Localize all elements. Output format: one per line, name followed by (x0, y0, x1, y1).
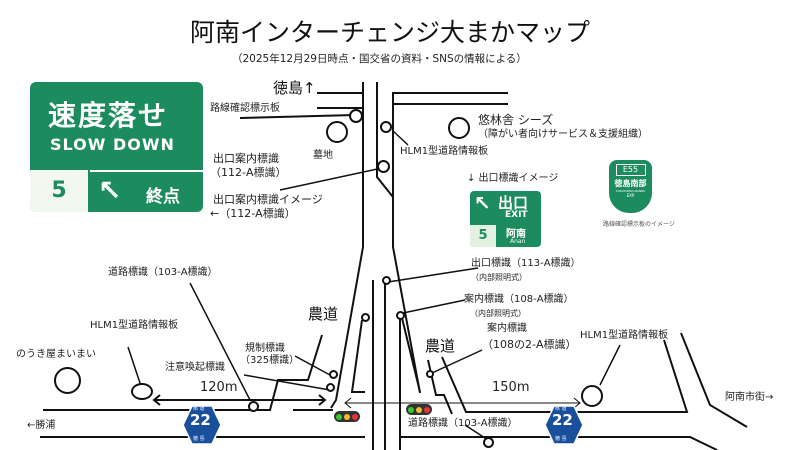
arrow-up-left-icon: ↖ (474, 191, 491, 215)
route-22-bottom: 徳 島 (555, 436, 567, 442)
sign-marker-road-103-right (483, 437, 494, 448)
route-22-sign-left (182, 405, 222, 445)
exit-sign-city-en: Anan (510, 238, 526, 245)
label-guide-1082-2: （108の2-A標識） (482, 338, 577, 351)
sign-marker-caution (326, 383, 335, 392)
label-road-103-right: 道路標識（103-A標識） (408, 418, 518, 429)
sign-marker-route-confirm (349, 109, 363, 123)
sign-marker-left-ramp (361, 313, 370, 322)
slow-down-sign: 速度落せ SLOW DOWN 5 ↖ 終点 (30, 82, 203, 212)
label-exit-113-1: 出口標識（113-A標識） (471, 258, 581, 269)
label-exit-113-2: （内部照明式） (471, 273, 527, 282)
slow-sign-exit-no: 5 (30, 170, 88, 212)
traffic-light-icon (406, 404, 432, 415)
label-farm-road-right: 農道 (425, 337, 456, 355)
sign-marker-guide-1082 (426, 370, 434, 378)
label-hlm-right: HLM1型道路情報板 (580, 330, 669, 341)
route-22-sign-right (544, 405, 584, 445)
e55-jp: 徳島南部 (614, 179, 647, 188)
slow-sign-lower: ↖ 終点 (90, 170, 203, 212)
label-yurin-1: 悠林舎 シーズ (478, 113, 554, 127)
map-title: 阿南インターチェンジ大まかマップ (190, 18, 591, 47)
e55-exp: EXP (626, 193, 635, 198)
yurin-marker (448, 117, 470, 139)
label-caution: 注意喚起標識 (165, 362, 225, 373)
label-exit-guide-img-2: ←（112-A標識） (210, 207, 296, 220)
sign-marker-hlm-left (131, 383, 153, 400)
sign-marker-exit-guide (377, 160, 390, 173)
label-distance-right: 150m (492, 380, 530, 395)
route-22-top: 県 道 (193, 406, 205, 412)
route-22-num: 22 (190, 411, 211, 429)
traffic-light-icon (334, 411, 360, 422)
label-distance-left: 120m (200, 380, 238, 395)
noukiya-marker (54, 367, 81, 394)
label-route-confirm: 路線確認標示板 (210, 103, 280, 114)
label-cemetery: 墓地 (313, 150, 333, 161)
e55-code: E55 (615, 164, 646, 176)
label-exit-guide-img-1: 出口案内標識イメージ (213, 193, 323, 206)
label-reg-2: （325標識） (240, 355, 300, 366)
exit-sign-jp: 出口 (498, 194, 529, 212)
exit-sign-caption: ↓ 出口標識イメージ (467, 173, 559, 184)
sign-marker-guide-108 (396, 311, 405, 320)
label-farm-road-left: 農道 (308, 305, 339, 323)
e55-caption: 路線確認標示板のイメージ (603, 221, 675, 228)
label-hlm-top: HLM1型道路情報板 (400, 146, 489, 157)
sign-marker-reg (329, 370, 338, 379)
sign-marker-road-103-left (248, 401, 259, 412)
arrow-up-left-icon: ↖ (98, 174, 122, 207)
exit-sign-city-jp: 阿南 (506, 229, 526, 240)
slow-sign-jp: 速度落せ (48, 99, 169, 132)
exit-sign-en: EXIT (505, 210, 528, 220)
direction-tokushima: 徳島↑ (273, 79, 316, 97)
label-reg-1: 規制標識 (245, 343, 285, 354)
label-exit-guide-2: （112-A標識） (210, 166, 287, 179)
slow-sign-end: 終点 (146, 187, 180, 207)
slow-sign-en: SLOW DOWN (50, 135, 175, 154)
sign-marker-hlm-top (380, 121, 392, 133)
direction-katsuura: ←勝浦 (27, 420, 56, 431)
label-guide-1082-1: 案内標識 (487, 323, 527, 334)
label-noukiya: のうき屋まいまい (16, 349, 96, 360)
direction-anan-city: 阿南市街→ (725, 392, 774, 403)
e55-route-sign: E55 徳島南部 TOKUSHIMA-NANBU EXP (609, 160, 652, 213)
cemetery-marker (326, 121, 348, 143)
route-22-top: 県 道 (555, 406, 567, 412)
route-22-bottom: 徳 島 (193, 436, 205, 442)
exit-sign: ↖ 出口 EXIT 5 阿南 Anan (470, 191, 541, 247)
label-guide-108-2: （内部照明式） (470, 309, 526, 318)
sign-marker-hlm-right (581, 385, 603, 407)
map-subtitle: （2025年12月29日時点・国交省の資料・SNSの情報による） (232, 53, 527, 65)
label-road-103-left: 道路標識（103-A標識） (108, 267, 218, 278)
exit-sign-no: 5 (470, 225, 496, 247)
route-22-num: 22 (552, 411, 573, 429)
label-hlm-left: HLM1型道路情報板 (90, 320, 179, 331)
e55-en: TOKUSHIMA-NANBU (615, 189, 646, 193)
label-yurin-2: （障がい者向けサービス＆支援組織） (478, 129, 648, 140)
label-guide-108-1: 案内標識（108-A標識） (464, 294, 574, 305)
label-exit-guide-1: 出口案内標識 (213, 152, 279, 165)
sign-marker-exit-113 (382, 276, 391, 285)
